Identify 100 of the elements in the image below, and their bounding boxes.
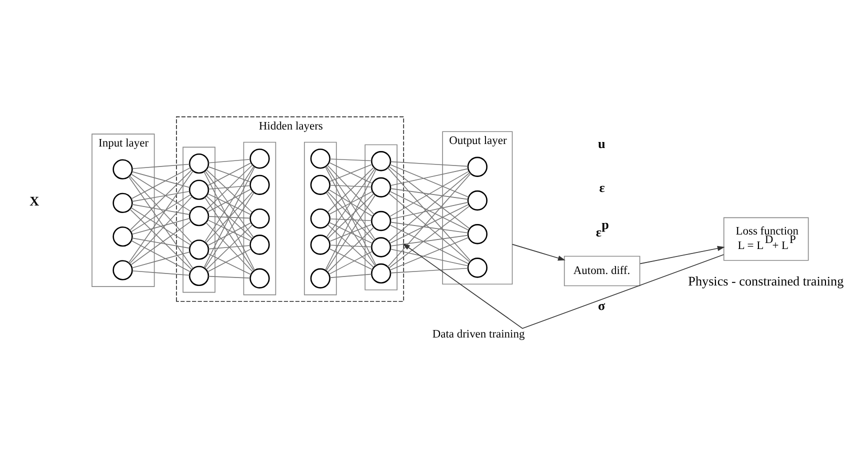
node-circle	[310, 208, 330, 229]
connector	[207, 162, 252, 186]
node-circle	[250, 174, 270, 195]
node-box: Autom. diff.	[564, 256, 640, 286]
connector	[207, 222, 252, 246]
label: X	[30, 193, 40, 208]
connector	[388, 206, 470, 268]
connector	[130, 194, 192, 232]
connector	[208, 245, 251, 250]
node-circle	[188, 180, 210, 200]
cluster	[304, 142, 337, 296]
connector	[132, 218, 190, 235]
connector	[129, 176, 192, 244]
connector	[207, 248, 252, 272]
node-circle	[112, 226, 133, 247]
connector	[132, 238, 190, 249]
connector	[132, 171, 190, 188]
connector	[207, 220, 252, 242]
connector	[390, 234, 468, 246]
cluster	[182, 146, 216, 293]
node-circle	[112, 192, 133, 214]
node-circle	[250, 268, 270, 288]
cluster: Input layer	[92, 134, 155, 287]
connector	[130, 174, 192, 212]
connector	[390, 237, 469, 271]
cluster: Hidden layers	[176, 116, 404, 302]
node-circle	[250, 234, 270, 255]
label: σ	[598, 298, 606, 314]
connector	[390, 224, 469, 264]
node-circle	[112, 159, 133, 180]
node-circle	[370, 177, 392, 198]
node-circle	[370, 237, 392, 258]
node-circle	[467, 258, 488, 278]
node-circle	[188, 266, 210, 286]
connector	[132, 270, 190, 276]
edge-label: Data driven training	[432, 328, 525, 341]
arrow	[640, 246, 725, 264]
connector	[388, 192, 470, 262]
connector	[390, 164, 469, 198]
cluster	[364, 144, 398, 290]
connector	[390, 222, 468, 234]
connector	[130, 169, 192, 231]
connector	[390, 168, 469, 186]
connector	[208, 185, 251, 190]
connector	[130, 220, 192, 266]
connector	[208, 216, 251, 219]
connector	[132, 204, 190, 215]
connector	[390, 188, 468, 200]
connector	[388, 172, 470, 242]
connector	[390, 161, 468, 167]
cluster	[243, 142, 276, 296]
connector	[330, 158, 372, 162]
connector	[389, 170, 470, 217]
arrow	[512, 244, 566, 261]
connector	[390, 268, 468, 274]
label: ε	[599, 180, 605, 196]
node-circle	[467, 224, 488, 244]
connector	[390, 202, 469, 220]
connector	[330, 184, 372, 188]
arrow	[402, 243, 724, 329]
node-circle	[370, 210, 392, 232]
connector	[208, 158, 251, 164]
node-circle	[370, 263, 392, 284]
connector	[328, 251, 373, 275]
node-circle	[370, 151, 392, 172]
connector	[330, 274, 372, 278]
connector	[130, 240, 191, 272]
connector	[328, 248, 373, 270]
node-circle	[188, 154, 210, 174]
connector	[330, 218, 372, 222]
node-circle	[310, 234, 330, 255]
cluster: Output layer	[442, 131, 513, 285]
connector	[388, 166, 470, 229]
connector	[207, 193, 252, 216]
connector	[130, 208, 192, 270]
node-circle	[112, 260, 133, 280]
node-circle	[310, 174, 330, 195]
node-circle	[467, 190, 488, 211]
node-circle	[467, 156, 488, 177]
connector	[390, 204, 469, 244]
connector	[129, 196, 192, 264]
node-circle	[188, 240, 210, 260]
connector	[390, 190, 469, 231]
connector	[208, 166, 251, 182]
connector	[390, 248, 469, 266]
connector	[132, 164, 190, 170]
connector	[132, 252, 190, 268]
node-circle	[250, 148, 270, 169]
connector	[207, 188, 252, 212]
node-circle	[250, 208, 270, 229]
connector	[208, 276, 251, 278]
label: u	[598, 136, 606, 151]
node-circle	[188, 206, 210, 226]
node-circle	[310, 268, 330, 288]
connector	[207, 253, 252, 275]
label: Physics - constrained training	[688, 274, 844, 289]
connector	[130, 207, 192, 246]
connector	[330, 244, 372, 248]
node-circle	[310, 148, 330, 169]
connector	[132, 190, 190, 202]
